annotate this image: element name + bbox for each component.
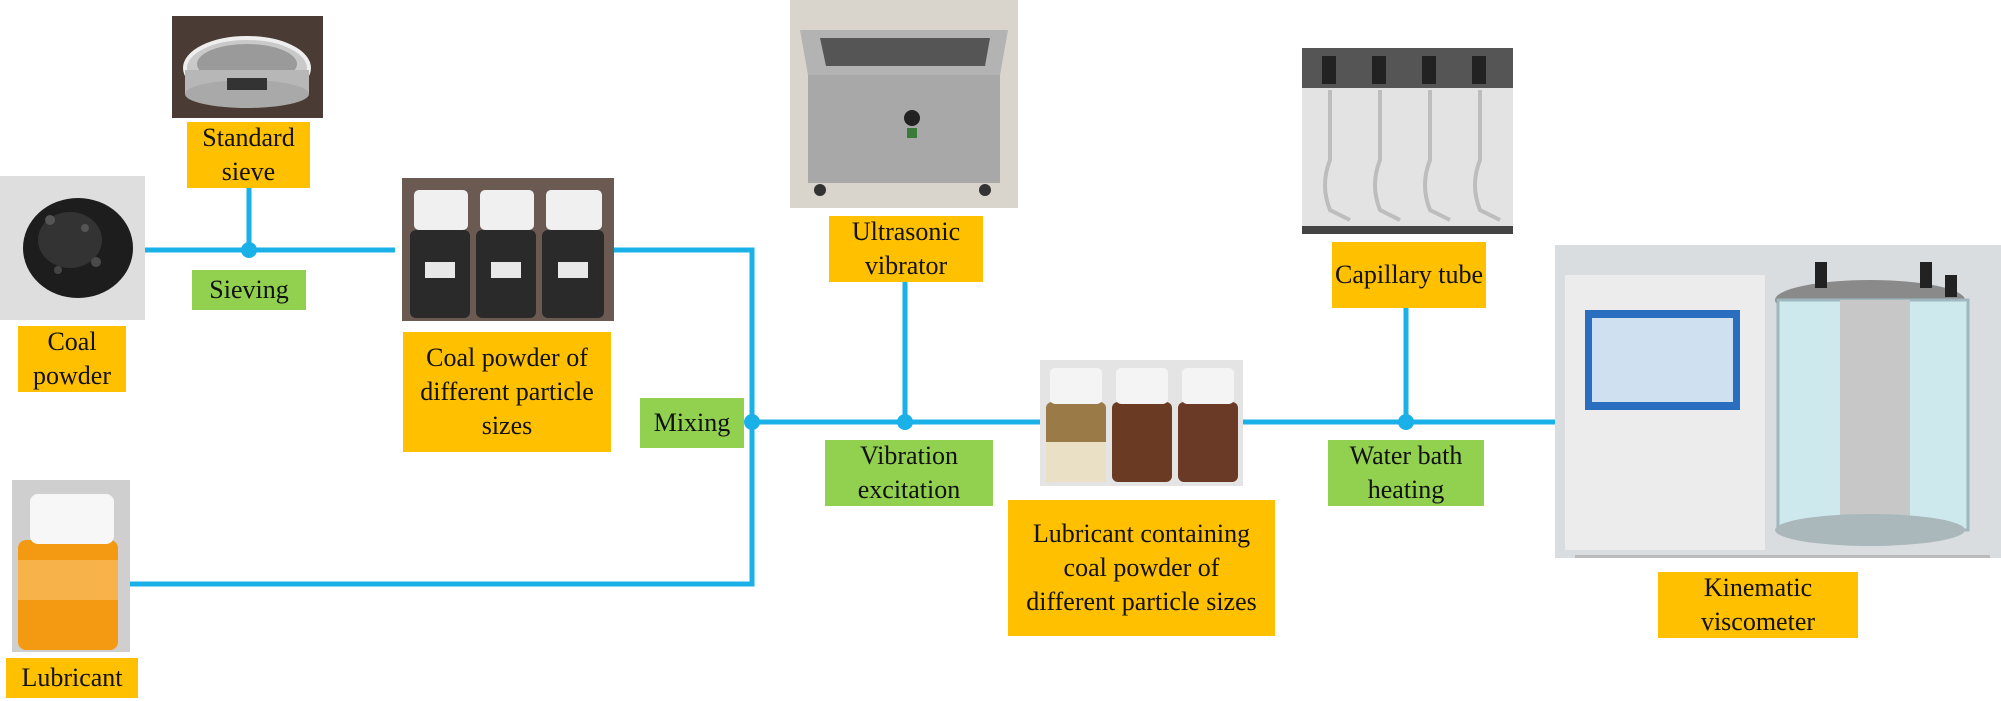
- lubricant-label: Lubricant: [6, 658, 138, 698]
- junction-vibration: [897, 414, 913, 430]
- kinematic-viscometer-label: Kinematic viscometer: [1658, 572, 1858, 638]
- sieving-label: Sieving: [192, 270, 306, 310]
- water-bath-heating-label: Water bath heating: [1328, 440, 1484, 506]
- line-lubricant-to-mix: [130, 422, 755, 587]
- capillary-tube-label: Capillary tube: [1332, 242, 1486, 308]
- lubricant-coal-bottles-photo: [1040, 360, 1243, 486]
- lubricant-bottle-photo: [12, 480, 130, 652]
- kinematic-viscometer-photo: [1555, 245, 2001, 558]
- ultrasonic-vibrator-label: Ultrasonic vibrator: [829, 216, 983, 282]
- coal-powder-label: Coal powder: [18, 326, 126, 392]
- junction-water-bath: [1398, 414, 1414, 430]
- coal-powder-sizes-label: Coal powder of different particle sizes: [403, 332, 611, 452]
- junction-mixing: [744, 414, 760, 430]
- standard-sieve-photo: [172, 16, 323, 118]
- line-bottles-to-mix: [612, 247, 755, 422]
- junction-sieve: [241, 242, 257, 258]
- coal-pile-photo: [0, 176, 145, 320]
- ultrasonic-vibrator-photo: [790, 0, 1018, 208]
- standard-sieve-label: Standard sieve: [187, 122, 310, 188]
- lubricant-containing-label: Lubricant containing coal powder of diff…: [1008, 500, 1275, 636]
- mixing-label: Mixing: [640, 398, 744, 448]
- coal-powder-bottles-photo: [402, 178, 614, 321]
- vibration-excitation-label: Vibration excitation: [825, 440, 993, 506]
- capillary-tubes-photo: [1302, 48, 1513, 234]
